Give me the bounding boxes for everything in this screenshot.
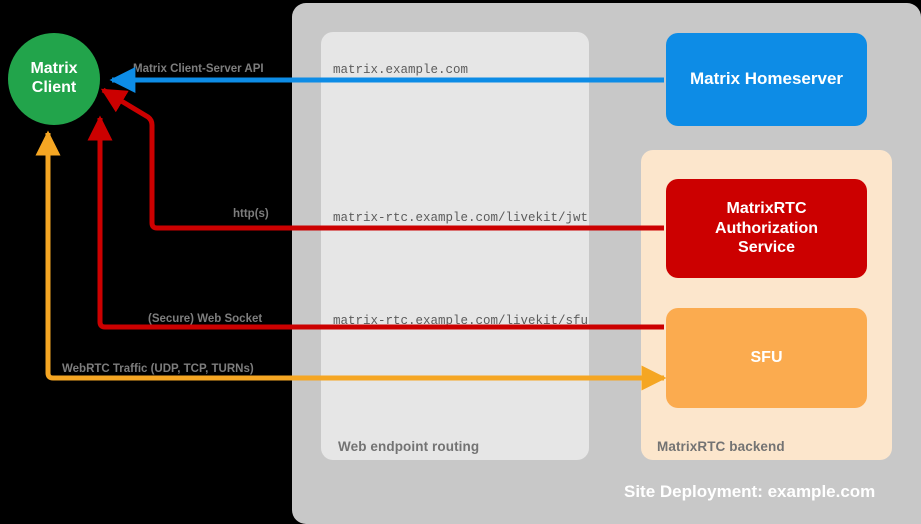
matrix-homeserver-label: Matrix Homeserver bbox=[689, 69, 844, 89]
matrixrtc-auth-label-line1: MatrixRTC bbox=[726, 200, 807, 218]
node-sfu[interactable]: SFU bbox=[666, 308, 867, 408]
web-endpoint-routing-caption: Web endpoint routing bbox=[338, 439, 480, 454]
node-matrix-client[interactable]: Matrix Client bbox=[8, 33, 100, 125]
node-matrixrtc-authorization-service[interactable]: MatrixRTC Authorization Service bbox=[666, 179, 867, 278]
connection-label-matrix-client-server-api: Matrix Client-Server API bbox=[133, 63, 264, 75]
endpoint-url-livekit-sfu: matrix-rtc.example.com/livekit/sfu bbox=[333, 314, 589, 328]
node-matrix-homeserver[interactable]: Matrix Homeserver bbox=[666, 33, 867, 126]
sfu-label: SFU bbox=[750, 349, 783, 367]
site-deployment-caption: Site Deployment: example.com bbox=[624, 482, 876, 501]
matrixrtc-backend-caption: MatrixRTC backend bbox=[657, 439, 785, 454]
web-endpoint-routing-container bbox=[321, 32, 589, 460]
endpoint-url-matrix: matrix.example.com bbox=[333, 63, 469, 77]
matrix-client-label-line1: Matrix bbox=[30, 60, 78, 78]
connection-label-secure-web-socket: (Secure) Web Socket bbox=[148, 313, 263, 325]
matrixrtc-auth-label-line2: Authorization bbox=[714, 219, 819, 237]
connection-label-webrtc-traffic: WebRTC Traffic (UDP, TCP, TURNs) bbox=[62, 363, 254, 375]
matrixrtc-auth-label-line3: Service bbox=[738, 239, 795, 257]
matrix-client-label-line2: Client bbox=[31, 79, 77, 96]
endpoint-url-livekit-jwt: matrix-rtc.example.com/livekit/jwt bbox=[333, 211, 589, 225]
connection-label-http-s: http(s) bbox=[233, 208, 269, 220]
